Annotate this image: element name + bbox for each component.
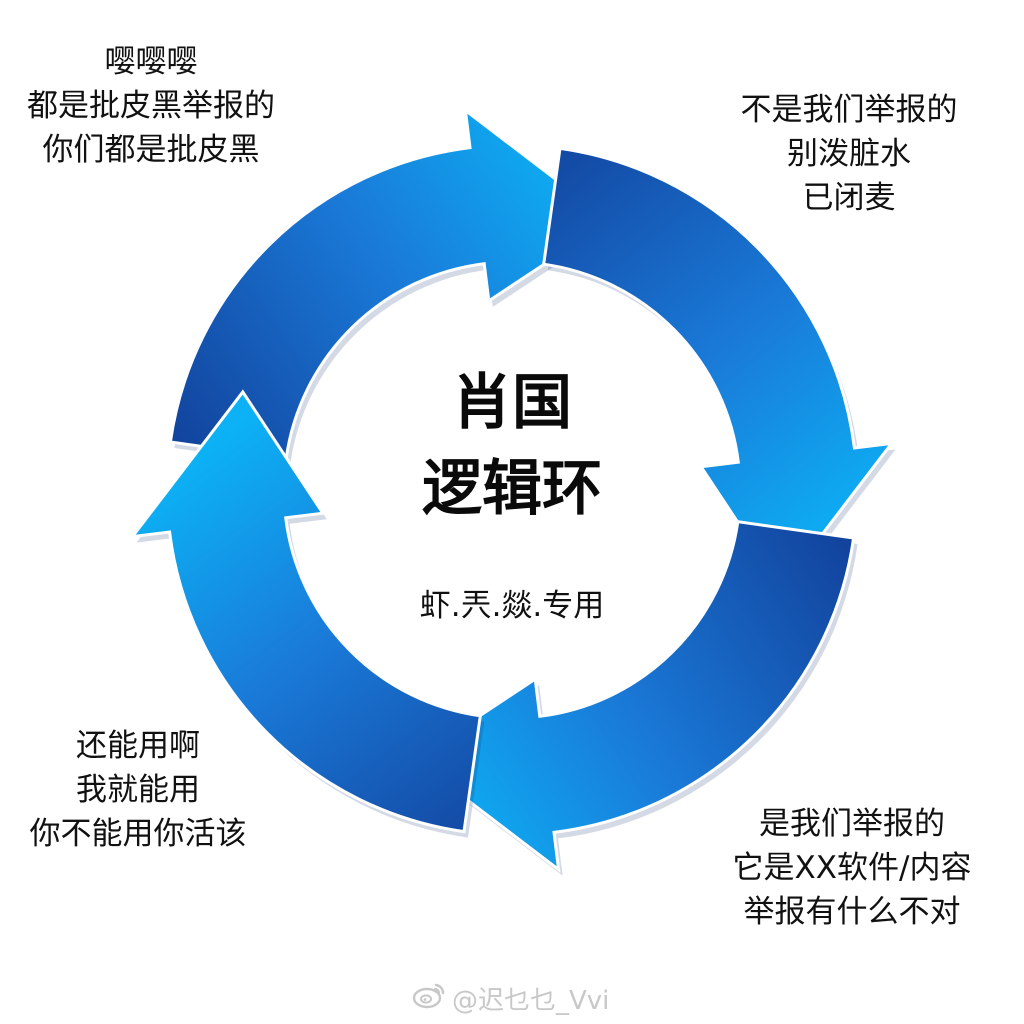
weibo-icon [412,981,446,1016]
note-bottom-left-line-3: 你不能用你活该 [29,816,247,852]
note-top-left: 嘤嘤嘤 都是批皮黑举报的 你们都是批皮黑 [20,40,282,172]
watermark: @迟乜乜_Vvi [412,978,632,1018]
watermark-text: @迟乜乜_Vvi [452,985,610,1016]
center-title-line-2: 逻辑环 [422,454,602,524]
note-bottom-right-line-1: 是我们举报的 [759,806,945,842]
arrow-left [129,389,482,834]
note-bottom-left-line-1: 还能用啊 [76,728,200,764]
center-title-line-1: 肖国 [452,368,572,438]
arrow-right [542,146,895,591]
note-top-left-line-3: 你们都是批皮黑 [42,132,260,168]
note-top-left-line-2: 都是批皮黑举报的 [27,88,275,124]
note-top-left-line-1: 嘤嘤嘤 [104,44,198,80]
arrow-bottom [411,520,856,873]
note-bottom-right-line-3: 举报有什么不对 [743,894,961,930]
note-bottom-right: 是我们举报的 它是XX软件/内容 举报有什么不对 [728,802,976,934]
arrow-top [168,107,613,460]
note-bottom-left: 还能用啊 我就能用 你不能用你活该 [20,724,256,856]
note-top-right-line-1: 不是我们举报的 [740,92,958,128]
center-subtitle: 虾.兲.燚.专用 [419,588,605,624]
note-top-right-line-2: 别泼脏水 [787,136,911,172]
note-bottom-left-line-2: 我就能用 [76,772,200,808]
note-top-right: 不是我们举报的 别泼脏水 已闭麦 [732,88,966,220]
note-top-right-line-3: 已闭麦 [802,180,896,216]
note-bottom-right-line-2: 它是XX软件/内容 [732,850,972,886]
center-title: 肖国 逻辑环 [362,360,662,532]
